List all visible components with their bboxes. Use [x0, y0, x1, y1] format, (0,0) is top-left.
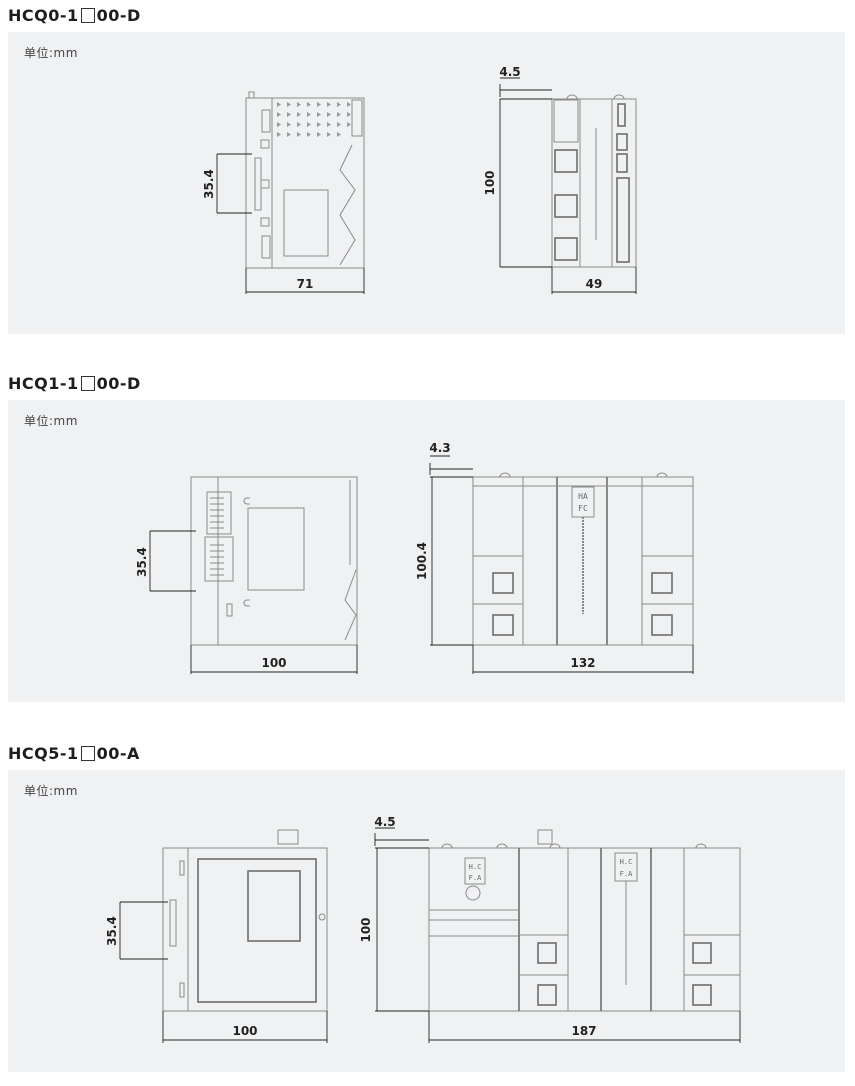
drawing-panel-hcq5: 单位:mm 35.4 100: [8, 770, 845, 1072]
svg-text:H.C: H.C: [620, 858, 633, 866]
vent-triangles-icon: [277, 102, 351, 137]
svg-text:4.5: 4.5: [499, 65, 520, 79]
svg-text:132: 132: [570, 656, 595, 670]
svg-text:49: 49: [586, 277, 603, 291]
drawing-panel-hcq1: 单位:mm 35.4 100: [8, 400, 845, 702]
svg-text:35.4: 35.4: [135, 547, 149, 577]
svg-text:4.3: 4.3: [429, 441, 450, 455]
unit-label: 单位:mm: [24, 46, 78, 60]
dimension-drawing-hcq1: 35.4 100 HA FC: [135, 441, 694, 674]
svg-text:35.4: 35.4: [105, 916, 119, 946]
svg-text:F.A: F.A: [469, 874, 482, 882]
svg-text:100.4: 100.4: [415, 542, 429, 580]
section-title-hcq0: HCQ0-1 00-D: [8, 4, 141, 26]
dim-din-rail: 35.4: [202, 169, 216, 199]
svg-text:4.5: 4.5: [374, 815, 395, 829]
dimension-drawing-hcq5: 35.4 100 H.C F.A: [105, 815, 741, 1043]
front-view: H.C F.A H.C F.A 4.5 100 187: [359, 815, 741, 1043]
svg-text:100: 100: [232, 1024, 257, 1038]
title-prefix: HCQ5-1: [8, 743, 79, 763]
svg-text:FC: FC: [578, 504, 588, 513]
svg-text:100: 100: [483, 170, 497, 195]
title-prefix: HCQ0-1: [8, 5, 79, 25]
side-view: 35.4 100: [135, 476, 358, 674]
title-suffix: 00-D: [96, 373, 141, 393]
title-prefix: HCQ1-1: [8, 373, 79, 393]
svg-text:100: 100: [359, 917, 373, 942]
title-suffix: 00-D: [96, 5, 141, 25]
front-view: HA FC 4.3 100.4 132: [415, 441, 694, 674]
placeholder-box-icon: [80, 745, 95, 761]
section-title-hcq1: HCQ1-1 00-D: [8, 372, 141, 394]
placeholder-box-icon: [80, 375, 95, 391]
unit-label: 单位:mm: [24, 414, 78, 428]
unit-label: 单位:mm: [24, 784, 78, 798]
front-view: 4.5 100 49: [483, 65, 637, 294]
svg-text:F.A: F.A: [620, 870, 633, 878]
svg-text:H.C: H.C: [469, 863, 482, 871]
svg-text:HA: HA: [578, 492, 588, 501]
dimension-drawing-hcq0: 35.4 71 4.5: [202, 65, 637, 294]
drawing-panel-hcq0: 单位:mm 35.4: [8, 32, 845, 334]
title-suffix: 00-A: [96, 743, 140, 763]
placeholder-box-icon: [80, 7, 95, 23]
section-title-hcq5: HCQ5-1 00-A: [8, 742, 140, 764]
side-view: 35.4 71: [202, 91, 365, 294]
svg-text:100: 100: [261, 656, 286, 670]
svg-text:187: 187: [571, 1024, 596, 1038]
svg-text:71: 71: [297, 277, 314, 291]
side-view: 35.4 100: [105, 829, 328, 1043]
